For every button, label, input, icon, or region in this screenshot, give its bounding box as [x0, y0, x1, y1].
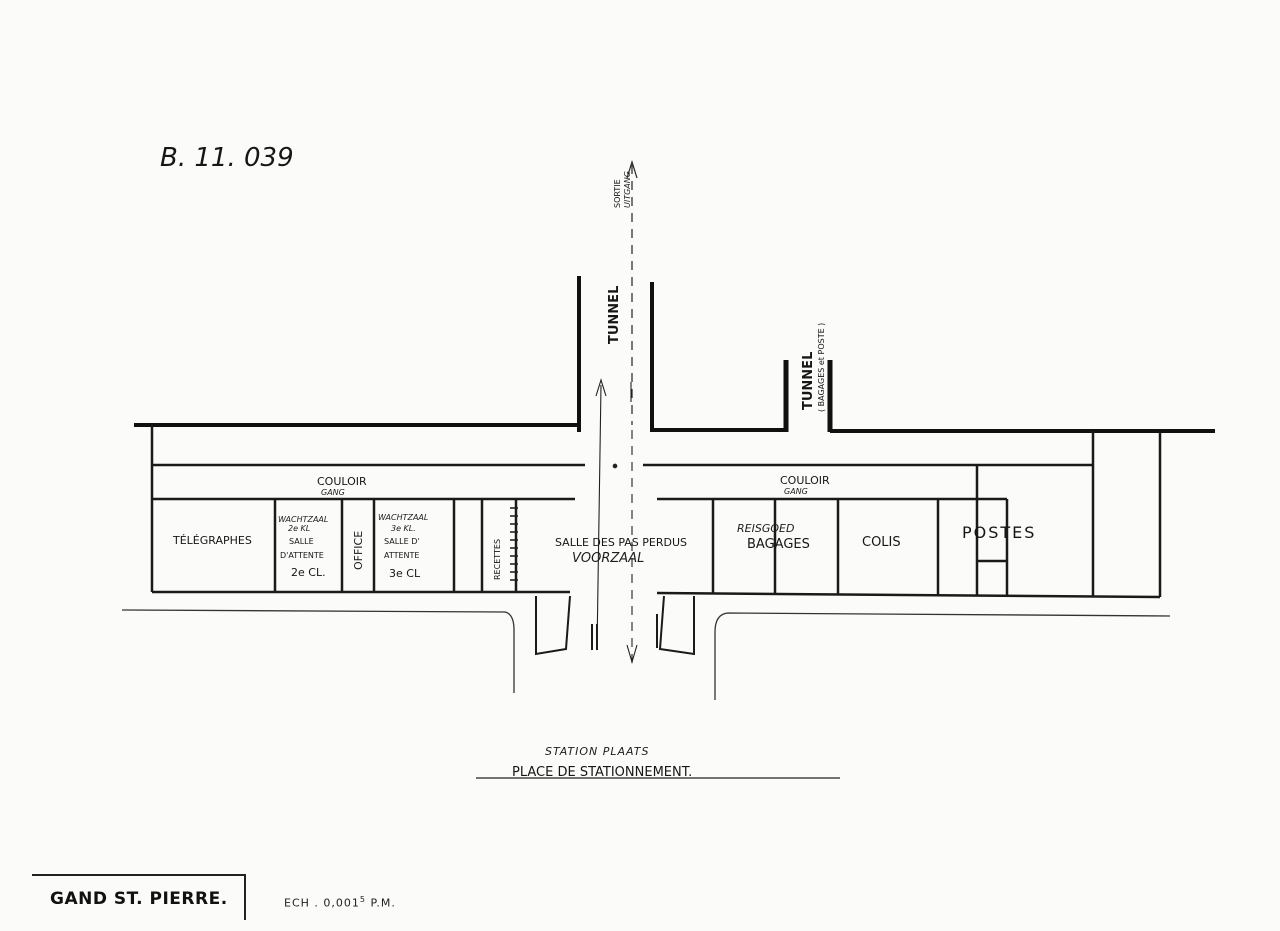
ticket-window-hatching: [510, 507, 518, 581]
room-waiting2-nl2: 2e KL: [288, 524, 310, 533]
room-telegraphes: TÉLÉGRAPHES: [172, 534, 252, 547]
corridor-left-sublabel: GANG: [321, 488, 345, 497]
room-postes: POSTES: [962, 523, 1036, 542]
exit-label-nl: UITGANG: [623, 171, 632, 208]
corridor-right-sublabel: GANG: [784, 487, 808, 496]
scale-exponent: 5: [359, 895, 366, 904]
street-curbs: [121, 609, 1171, 700]
room-waiting3-fr3: 3e CL: [389, 567, 421, 580]
room-waiting2-fr3: 2e CL.: [291, 566, 326, 579]
room-waiting3-nl2: 3e KL.: [391, 524, 416, 533]
scale-value: ECH . 0,001: [284, 896, 360, 910]
left-wing-walls: [150, 425, 585, 594]
exit-label-fr: SORTIE: [613, 179, 622, 208]
room-waiting3-nl1: WACHTZAAL: [378, 513, 428, 522]
baggage-tunnel-sublabel: ( BAGAGES et POSTE ): [817, 323, 826, 412]
circulation-arrows: [595, 378, 638, 664]
room-office: OFFICE: [352, 531, 365, 570]
square-label-nl: STATION PLAATS: [545, 745, 649, 758]
baggage-tunnel-label: TUNNEL: [801, 352, 816, 410]
room-bagages-nl: REISGOED: [737, 522, 794, 535]
hall-label-fr: SALLE DES PAS PERDUS: [555, 536, 687, 549]
room-recettes: RECETTES: [493, 539, 502, 580]
room-colis: COLIS: [862, 535, 901, 550]
room-waiting2-fr2: D'ATTENTE: [280, 551, 324, 560]
station-name: GAND ST. PIERRE.: [50, 889, 228, 909]
hall-label-nl: VOORZAAL: [572, 551, 644, 566]
tunnel-main-label: TUNNEL: [607, 286, 622, 344]
exit-arrow-icon: [626, 159, 638, 179]
title-block-frame: [32, 874, 246, 920]
right-wing-walls: [643, 431, 1162, 599]
room-waiting2-fr1: SALLE: [289, 537, 314, 546]
corridor-right-label: COULOIR: [780, 474, 830, 487]
room-bagages-fr: BAGAGES: [747, 537, 810, 552]
corridor-left-label: COULOIR: [317, 475, 367, 488]
room-waiting2-nl1: WACHTZAAL: [278, 515, 328, 524]
room-waiting3-fr1: SALLE D': [384, 537, 420, 546]
square-label-fr: PLACE DE STATIONNEMENT.: [512, 765, 692, 780]
room-waiting3-fr2: ATTENTE: [384, 551, 419, 560]
scale-unit: P.M.: [370, 896, 396, 910]
entrance-vestibules: [535, 595, 695, 656]
reference-number: B. 11. 039: [160, 143, 294, 173]
scale-note: ECH . 0,0015 P.M.: [284, 895, 396, 910]
